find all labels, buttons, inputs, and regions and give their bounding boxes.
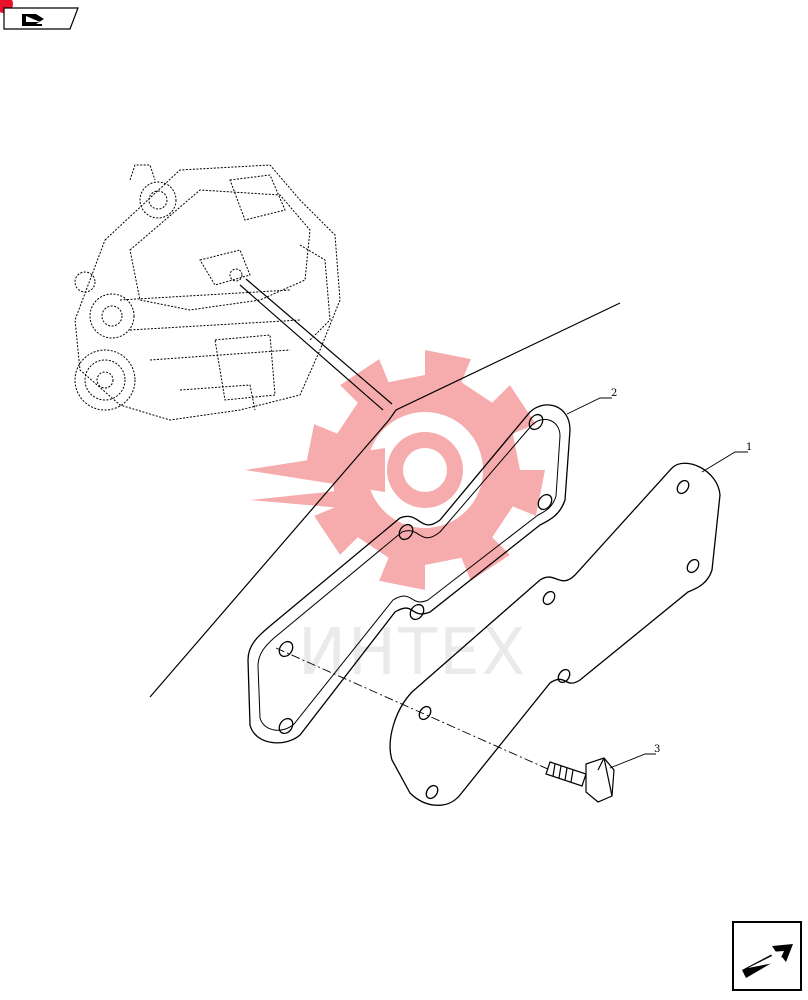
- callout-1: 1: [746, 442, 752, 453]
- callout-leaders: [566, 397, 748, 769]
- plate-part-1: [389, 462, 721, 806]
- watermark: ИНТЕХ: [245, 350, 545, 690]
- callout-3: 3: [654, 744, 660, 755]
- engine-leader: [149, 278, 621, 698]
- assembly-axis-line: [275, 647, 551, 771]
- next-page-arrow-icon: [742, 944, 793, 978]
- next-page-button[interactable]: [732, 921, 802, 991]
- bolt-part-3: [545, 757, 615, 803]
- gasket-part-2: [247, 404, 571, 744]
- gear-watermark-icon: [245, 350, 545, 590]
- top-nav-tab[interactable]: [0, 0, 79, 30]
- watermark-text: ИНТЕХ: [298, 616, 527, 690]
- book-arrow-icon: [22, 14, 44, 26]
- engine-illustration: [74, 164, 341, 421]
- callout-2: 2: [611, 388, 617, 399]
